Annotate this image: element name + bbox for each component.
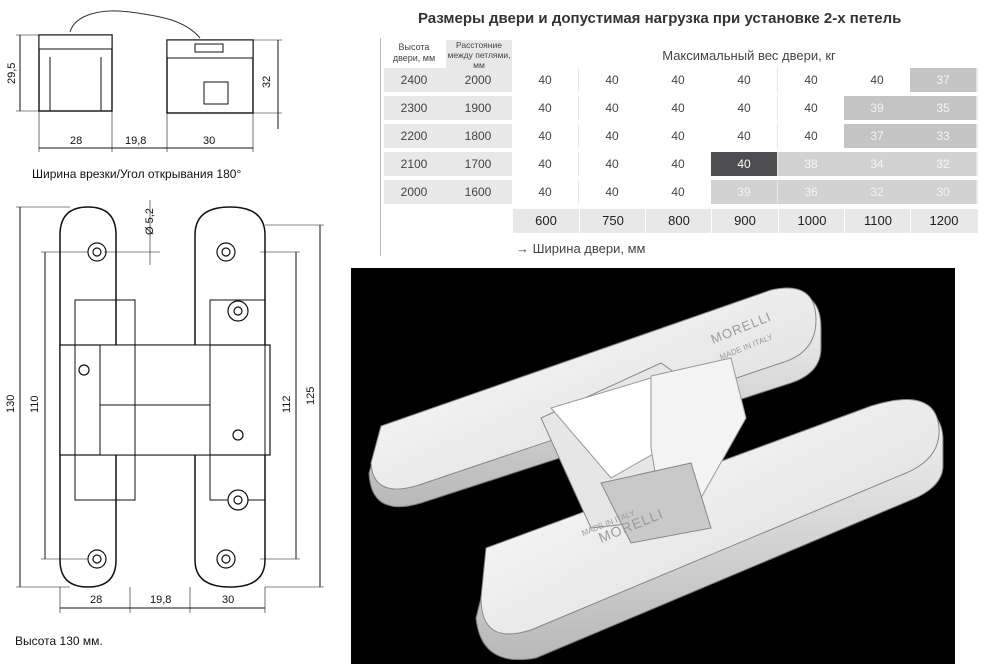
cell-weight: 38: [778, 152, 844, 176]
cell-weight: 40: [711, 96, 777, 120]
cell-door-height: 2300: [400, 101, 428, 115]
cell-hinge-distance: 2000: [446, 68, 510, 92]
front-view-drawing: 130 110 112 125 Ø 5,2 28 19,8 30: [5, 200, 324, 613]
cell-weight: 40: [778, 124, 844, 148]
cell-door-height: 2000: [400, 185, 428, 199]
table-title: Размеры двери и допустимая нагрузка при …: [418, 10, 902, 27]
top-dim-height-left: 29,5: [6, 63, 18, 84]
cell-weight: 40: [645, 180, 711, 204]
cell-hinge-distance: 1900: [446, 96, 510, 120]
cell-weight: 40: [778, 96, 844, 120]
cell-weight: 33: [910, 124, 976, 148]
cell-weight: 40: [579, 68, 645, 92]
cell-door-height: 2100: [400, 157, 428, 171]
cell-door-width: 1100: [844, 209, 911, 233]
cell-door-width: 1000: [778, 209, 845, 233]
cell-weight: 40: [711, 68, 777, 92]
cell-door-height: 2200: [400, 129, 428, 143]
front-dim-w1: 28: [90, 594, 102, 606]
cell-door-width: 800: [645, 209, 712, 233]
cell-door-width: 600: [512, 209, 579, 233]
cell-weight: 37: [910, 68, 976, 92]
cell-door-height: 2400: [400, 73, 428, 87]
top-dim-w2: 19,8: [125, 135, 146, 147]
cell-weight: 39: [711, 180, 777, 204]
cell-weight: 39: [844, 96, 910, 120]
front-dim-112: 112: [281, 395, 293, 413]
cell-weight: 40: [579, 124, 645, 148]
cell-weight: 40: [645, 68, 711, 92]
cell-weight: 40: [579, 152, 645, 176]
cell-weight: 37: [844, 124, 910, 148]
top-view-drawing: 29,5 32 28 19,8 30: [6, 10, 282, 152]
cell-hinge-distance: 1600: [446, 180, 510, 204]
cell-hinge-distance: 1700: [446, 152, 510, 176]
top-dim-w1: 28: [70, 135, 82, 147]
top-view-caption: Ширина врезки/Угол открывания 180°: [32, 167, 242, 181]
cell-weight: 32: [910, 152, 976, 176]
load-table: Высота двери, мм Расстояние между петлям…: [380, 38, 978, 258]
front-dim-w2: 19,8: [150, 594, 171, 606]
cell-weight: 40: [844, 68, 910, 92]
cell-weight: 40: [512, 96, 578, 120]
front-dim-130: 130: [5, 395, 17, 413]
col-head-height: Высота двери, мм: [392, 42, 436, 63]
cell-weight: 40: [645, 124, 711, 148]
cell-weight: 40: [711, 124, 777, 148]
cell-weight: 35: [910, 96, 976, 120]
top-dim-w3: 30: [203, 135, 215, 147]
max-weight-label: Максимальный вес двери, кг: [662, 48, 836, 63]
cell-weight: 32: [844, 180, 910, 204]
cell-weight: 40: [711, 152, 777, 176]
cell-weight: 30: [910, 180, 976, 204]
top-dim-height-right: 32: [261, 76, 273, 88]
front-dim-110: 110: [29, 395, 41, 413]
cell-weight: 40: [778, 68, 844, 92]
cell-hinge-distance: 1800: [446, 124, 510, 148]
cell-weight: 40: [645, 96, 711, 120]
cell-weight: 40: [579, 180, 645, 204]
front-view-caption: Высота 130 мм.: [15, 634, 103, 648]
cell-weight: 40: [579, 96, 645, 120]
cell-weight: 40: [512, 180, 578, 204]
cell-door-width: 1200: [910, 209, 977, 233]
cell-weight: 34: [844, 152, 910, 176]
cell-door-width: 750: [579, 209, 646, 233]
cell-weight: 40: [645, 152, 711, 176]
width-axis-label: → Ширина двери, мм: [516, 241, 646, 256]
cell-weight: 36: [778, 180, 844, 204]
cell-door-width: 900: [711, 209, 778, 233]
cell-weight: 40: [512, 68, 578, 92]
cell-weight: 40: [512, 124, 578, 148]
front-dim-125: 125: [305, 387, 317, 405]
front-dim-w3: 30: [222, 594, 234, 606]
cell-weight: 40: [512, 152, 578, 176]
col-head-distance: Расстояние между петлями, мм: [446, 40, 512, 70]
hinge-photo: MORELLI MADE IN ITALY MORELLI MADE IN IT…: [351, 268, 955, 664]
